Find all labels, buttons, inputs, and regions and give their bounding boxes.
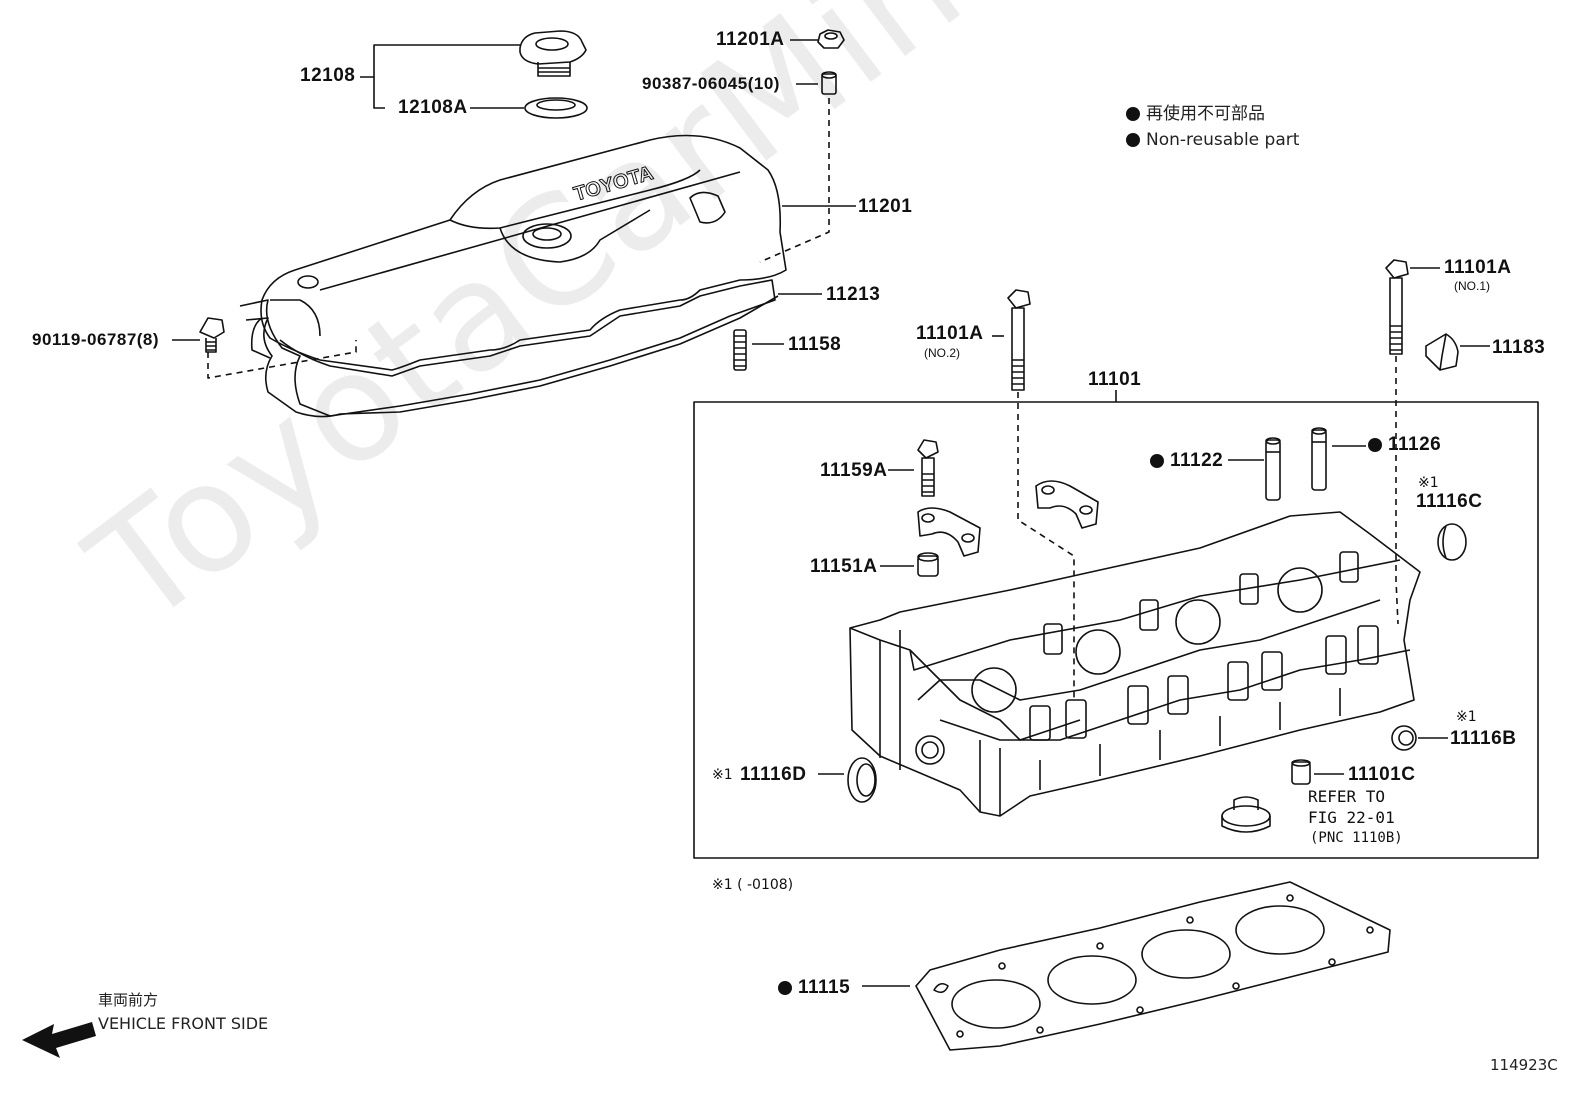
oil-seal-icon — [847, 757, 877, 803]
label-11213[interactable]: 11213 — [826, 284, 881, 305]
legend-en: Non-reusable part — [1126, 132, 1299, 149]
label-12108A[interactable]: 12108A — [398, 97, 468, 118]
non-reusable-dot-icon — [778, 980, 792, 995]
plug-icon — [1425, 333, 1459, 371]
front-side-en: VEHICLE FRONT SIDE — [98, 1014, 269, 1033]
oil-cap-icon — [519, 30, 587, 77]
cover-bolt-icon — [199, 317, 225, 353]
label-11116D[interactable]: 11116D — [740, 764, 807, 785]
bearing-cap-icon — [917, 507, 981, 557]
label-11201A[interactable]: 11201A — [716, 29, 785, 50]
legend-en-text: Non-reusable part — [1146, 130, 1300, 150]
label-11115-text: 11115 — [798, 977, 851, 998]
label-90387-06045[interactable]: 90387-06045(10) — [642, 74, 780, 93]
label-11101[interactable]: 11101 — [1088, 369, 1142, 390]
legend-dot-icon — [1126, 133, 1140, 147]
label-12108[interactable]: 12108 — [300, 65, 356, 86]
dowel-icon — [917, 552, 939, 577]
head-bolt-no2-icon — [1007, 289, 1031, 391]
legend-jp-text: 再使用不可部品 — [1146, 104, 1265, 124]
cam-plug-b-icon — [1391, 725, 1417, 751]
star-mark-11116C: ※1 — [1418, 475, 1439, 491]
legend-jp: 再使用不可部品 — [1126, 106, 1265, 123]
nut-icon — [817, 29, 845, 49]
cap-gasket-icon — [524, 97, 588, 119]
footnote-star1: ※1 ( -0108) — [712, 877, 794, 893]
head-gasket-icon — [915, 881, 1391, 1051]
label-11101A-no2[interactable]: 11101A — [916, 323, 984, 344]
cylinder-head-icon — [849, 511, 1421, 817]
star-mark-11116D: ※1 — [712, 767, 733, 783]
front-side-jp: 車両前方 — [98, 991, 159, 1009]
leader-12108 — [360, 44, 520, 78]
head-cover-icon: TOYOTA — [250, 134, 787, 371]
valve-guide-intake-icon — [1265, 437, 1281, 501]
label-11183[interactable]: 11183 — [1492, 337, 1546, 358]
label-11101C[interactable]: 11101C — [1348, 764, 1416, 785]
label-11122[interactable]: 11122 — [1150, 451, 1223, 470]
label-11159A[interactable]: 11159A — [820, 460, 888, 481]
injector-seal-icon — [1221, 796, 1271, 833]
valve-guide-exhaust-icon — [1311, 427, 1327, 491]
label-11116C[interactable]: 11116C — [1416, 491, 1483, 512]
label-11158[interactable]: 11158 — [788, 334, 842, 355]
grommet-icon — [821, 71, 837, 95]
head-cover-gasket-icon — [239, 279, 779, 418]
label-11122-text: 11122 — [1170, 450, 1224, 471]
front-arrow-icon — [22, 1022, 96, 1058]
label-11116B[interactable]: 11116B — [1450, 728, 1517, 749]
figure-id: 114923C — [1490, 1056, 1558, 1074]
head-bolt-no1-icon — [1385, 259, 1409, 355]
bearing-cap-2-icon — [1035, 480, 1099, 529]
label-11115[interactable]: 11115 — [778, 978, 850, 997]
sleeve-icon — [1291, 759, 1311, 785]
refer-line-3: (PNC 1110B) — [1310, 830, 1403, 846]
legend-dot-icon — [1126, 107, 1140, 121]
cam-plug-c-icon — [1437, 523, 1467, 561]
label-90119-06787[interactable]: 90119-06787(8) — [32, 330, 160, 349]
label-no1: (NO.1) — [1454, 279, 1490, 293]
label-11201[interactable]: 11201 — [858, 196, 913, 217]
non-reusable-dot-icon — [1150, 453, 1164, 468]
stud-icon — [733, 329, 747, 371]
label-11101A-no1[interactable]: 11101A — [1444, 257, 1512, 278]
non-reusable-dot-icon — [1368, 437, 1382, 452]
label-11126-text: 11126 — [1388, 434, 1442, 455]
bearing-cap-bolt-icon — [917, 439, 939, 497]
label-no2: (NO.2) — [924, 346, 960, 360]
refer-line-2: FIG 22-01 — [1308, 808, 1395, 827]
star-mark-11116B: ※1 — [1456, 709, 1477, 725]
label-11126[interactable]: 11126 — [1368, 435, 1441, 454]
label-11151A[interactable]: 11151A — [810, 556, 878, 577]
refer-line-1: REFER TO — [1308, 787, 1386, 806]
